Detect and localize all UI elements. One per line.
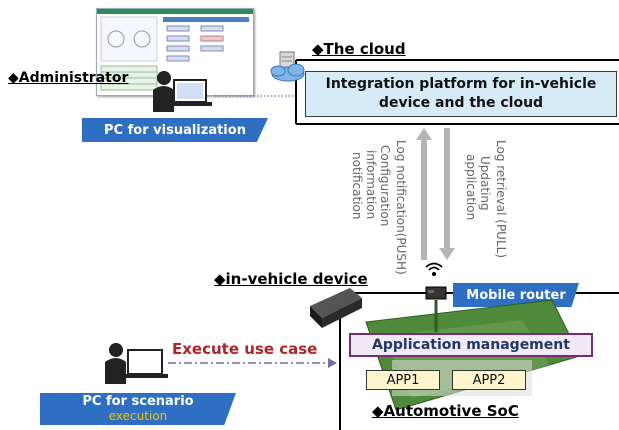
push-label-log: Log notification(PUSH) [394, 140, 408, 275]
pc-scenario-banner: PC for scenario execution [40, 393, 236, 425]
administrator-heading: ◆Administrator [8, 70, 129, 86]
pull-label-updating: Updating [478, 156, 492, 211]
pc-visualization-banner: PC for visualization [82, 118, 268, 142]
wifi-icon [424, 261, 444, 277]
automotive-soc-heading: ◆Automotive SoC [372, 402, 519, 420]
pull-label-log-retrieval: Log retrieval (PULL) [494, 140, 508, 259]
app-management-box: Application management [349, 333, 593, 357]
scenario-person-icon [100, 340, 170, 386]
in-vehicle-heading: ◆in-vehicle device [214, 270, 368, 288]
push-arrow [415, 128, 433, 260]
push-label-notification: notification [350, 152, 364, 220]
mobile-router-banner: Mobile router [453, 283, 579, 307]
push-label-configuration: Configuration [378, 145, 392, 227]
administrator-person-icon [150, 68, 216, 114]
app1-box: APP1 [366, 370, 440, 390]
pull-arrow [438, 128, 456, 260]
push-label-information: information [364, 150, 378, 220]
platform-line-1: Integration platform for in-vehicle [325, 76, 597, 92]
cloud-heading: ◆The cloud [312, 40, 406, 58]
cloud-server-icon [268, 50, 308, 84]
mobile-router-icon [424, 282, 448, 302]
dashboard-thumbnail [96, 8, 254, 96]
app2-box: APP2 [452, 370, 526, 390]
integration-platform-box: Integration platform for in-vehicle devi… [305, 71, 617, 117]
pull-label-application: application [464, 154, 478, 221]
platform-line-2: device and the cloud [378, 95, 544, 111]
pc-scenario-line-2: execution [108, 409, 168, 423]
execute-use-case-label: Execute use case [172, 340, 318, 358]
pc-scenario-line-1: PC for scenario [82, 394, 194, 409]
vehicle-device-box-icon [308, 286, 364, 330]
